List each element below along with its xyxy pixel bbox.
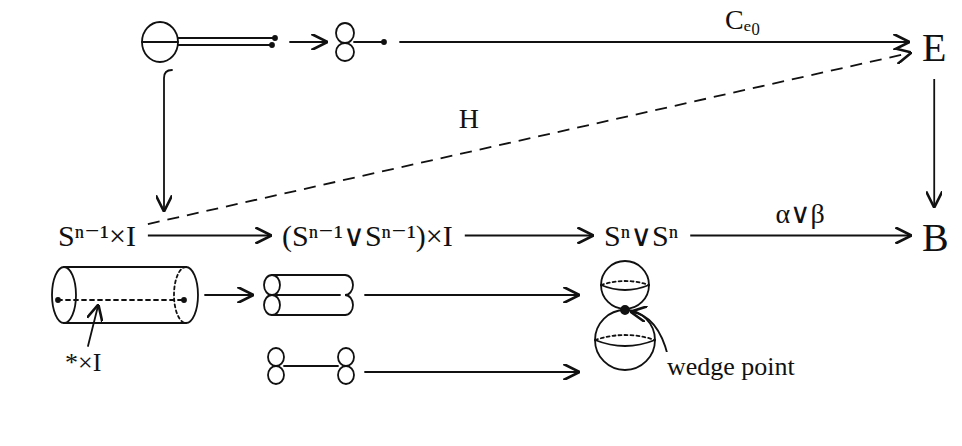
disk-figure	[142, 22, 178, 62]
math-text: Sⁿ⁻¹×I	[58, 218, 136, 253]
sphere	[595, 310, 655, 370]
map-arrow	[690, 235, 910, 237]
map-label: Cₑ₀	[722, 4, 764, 36]
math-text: (Sⁿ⁻¹∨Sⁿ⁻¹)×I	[282, 218, 453, 253]
arrow-label: H	[456, 103, 482, 135]
space-symbol: (Sⁿ⁻¹∨Sⁿ⁻¹)×I	[276, 216, 459, 255]
sphere	[601, 261, 649, 309]
math-text: Sⁿ∨Sⁿ	[604, 218, 678, 253]
space-symbol: Sⁿ∨Sⁿ	[598, 216, 684, 255]
callout-label: wedge point	[664, 352, 798, 382]
map-arrow	[933, 79, 935, 206]
space-symbol: Sⁿ⁻¹×I	[52, 216, 142, 255]
space-symbol: B	[916, 212, 955, 263]
math-text: E	[922, 24, 946, 71]
map-arrow	[148, 235, 270, 237]
map-arrow	[465, 235, 592, 237]
wedge-point-dot	[621, 306, 629, 314]
space-symbol: E	[916, 22, 952, 73]
arrow-label: α∨β	[772, 197, 827, 230]
callout-label: *×I	[62, 348, 104, 378]
math-text: B	[922, 214, 949, 261]
